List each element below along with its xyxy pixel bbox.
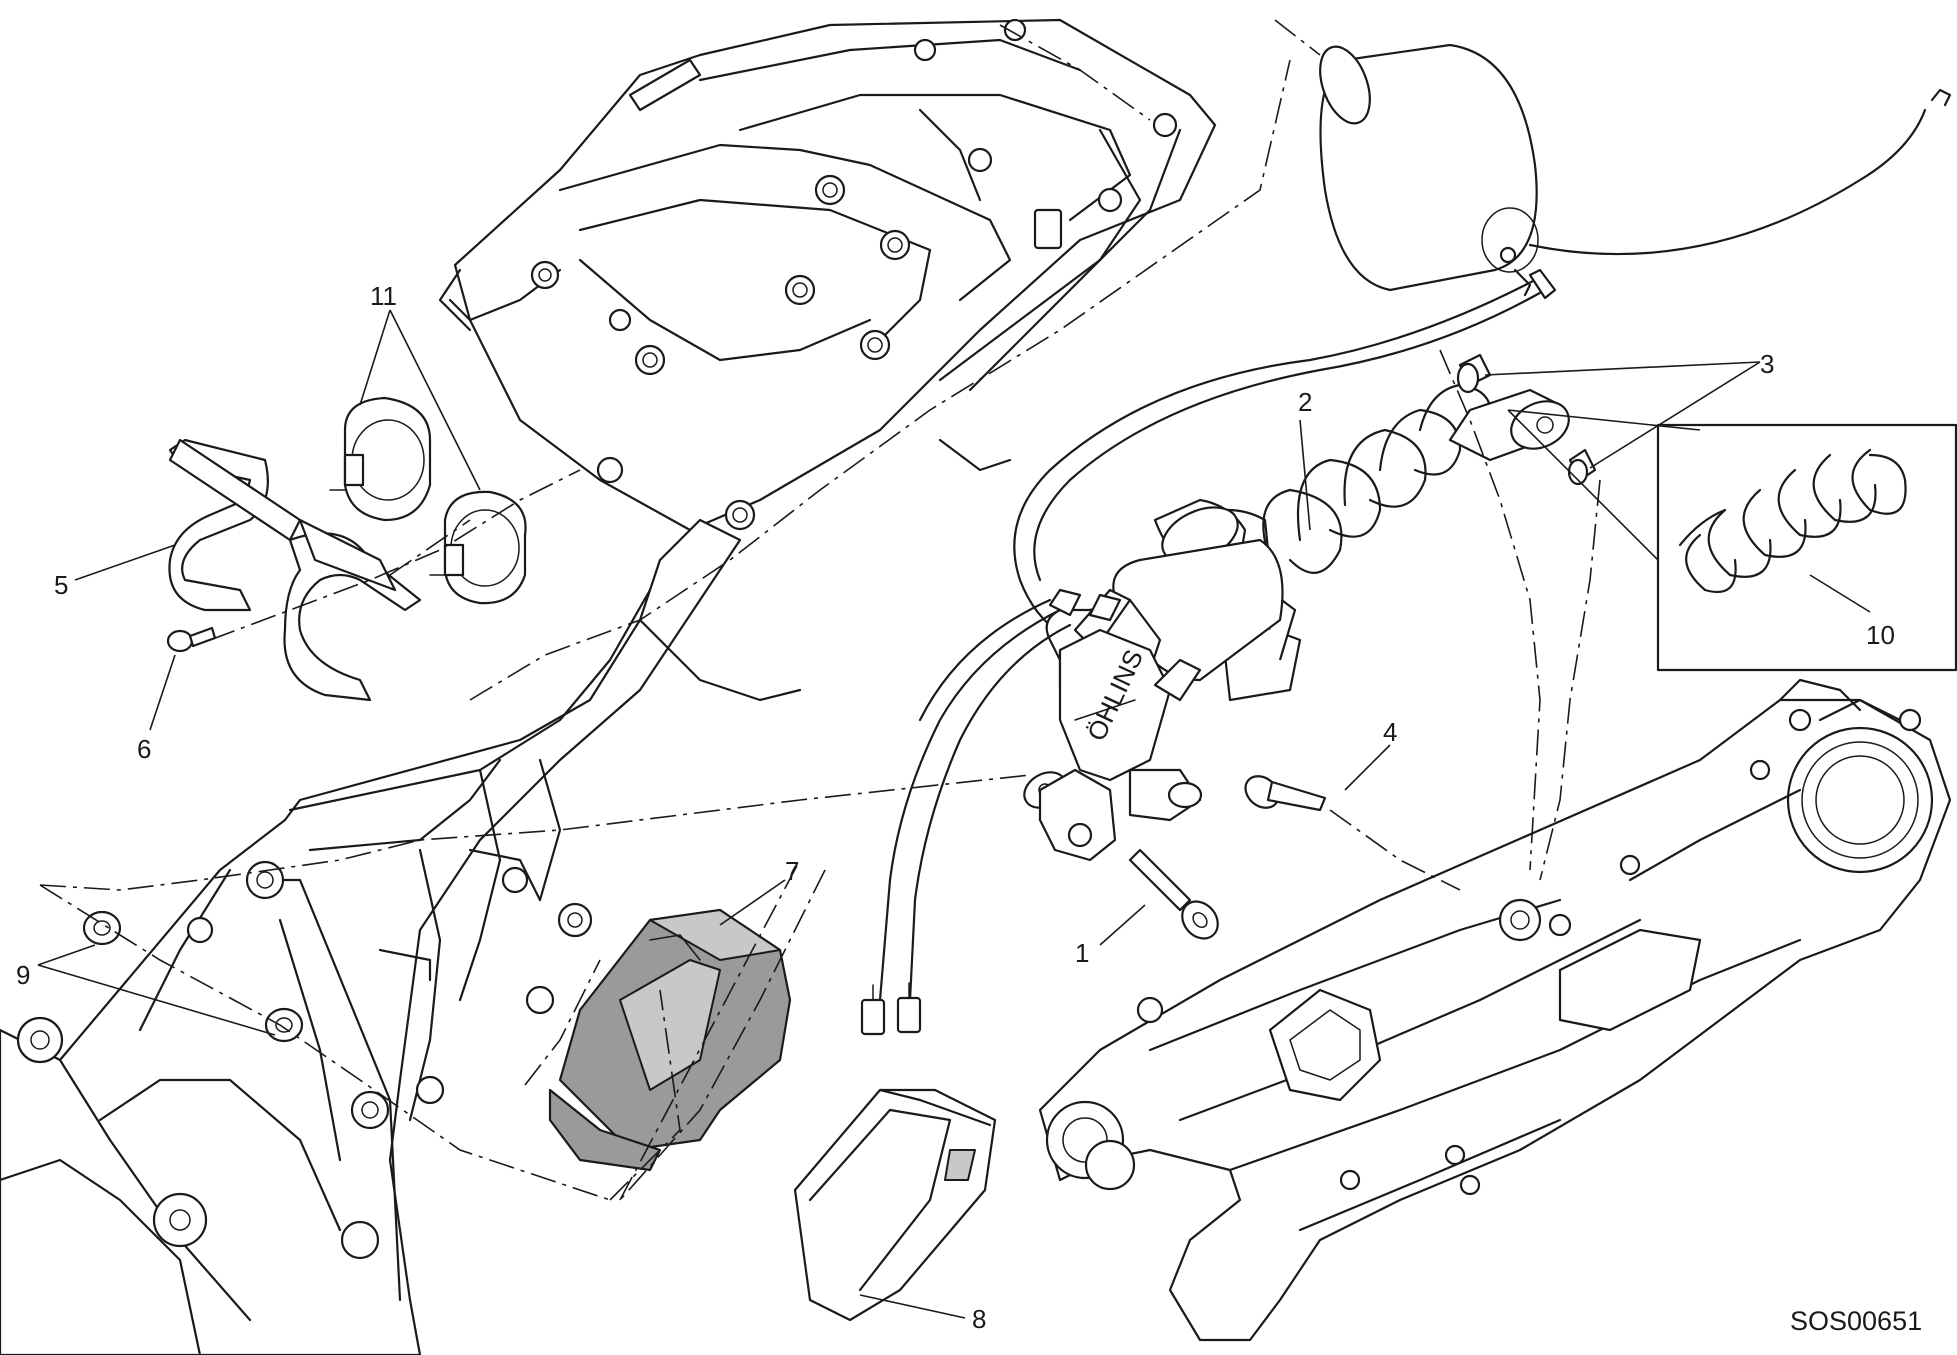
leader-6 xyxy=(149,654,176,731)
leader-9a xyxy=(37,944,96,966)
callout-11: 11 xyxy=(370,281,397,311)
part-4-bolt xyxy=(1244,775,1327,812)
leader-3b xyxy=(1589,361,1761,469)
leader-10 xyxy=(1809,574,1871,613)
rear-subframe xyxy=(438,18,1217,532)
leader-4 xyxy=(1344,744,1391,791)
leader-9b xyxy=(37,964,276,1036)
part-3-spacers xyxy=(1456,353,1597,486)
part-6-screw xyxy=(166,626,217,653)
leader-11b xyxy=(389,309,481,491)
leader-lines xyxy=(37,309,1871,1319)
drawing-code: SOS00651 xyxy=(1790,1306,1922,1336)
callout-10: 10 xyxy=(1866,620,1895,650)
callout-labels: 1 2 3 4 5 6 7 8 9 10 11 SOS00651 xyxy=(16,281,1922,1336)
callout-4: 4 xyxy=(1383,717,1397,747)
leader-1 xyxy=(1099,904,1146,946)
callout-5: 5 xyxy=(54,570,68,600)
leader-8 xyxy=(859,1294,966,1319)
leader-7 xyxy=(719,879,786,926)
part-5-bracket xyxy=(168,438,422,702)
callout-3: 3 xyxy=(1760,349,1774,379)
callout-8: 8 xyxy=(972,1304,986,1334)
part-11-clamps xyxy=(329,396,527,605)
leader-3a xyxy=(1484,361,1761,376)
leader-spring-to-inset xyxy=(1507,409,1701,431)
leader-11a xyxy=(359,309,391,406)
assembly-lines xyxy=(39,19,1601,1201)
part-9-washers xyxy=(82,910,304,1043)
swingarm xyxy=(1038,678,1952,1342)
leader-5 xyxy=(74,544,176,581)
adjuster-cables xyxy=(860,598,1072,1036)
shock-reservoir xyxy=(1013,43,1952,642)
rear-shock-absorber: ÖHLINS xyxy=(1023,383,1570,862)
callout-1: 1 xyxy=(1075,938,1089,968)
main-frame xyxy=(0,518,802,1355)
part-7-holder xyxy=(548,908,792,1172)
part-8-control-unit xyxy=(793,1088,997,1322)
leader-2 xyxy=(1299,419,1311,531)
callout-7: 7 xyxy=(785,856,799,886)
leader-spring-to-inset-2 xyxy=(1507,409,1659,561)
callout-6: 6 xyxy=(137,734,151,764)
part-1-bolt xyxy=(1128,848,1219,940)
callout-9: 9 xyxy=(16,960,30,990)
part-10-spring-inset xyxy=(1656,423,1957,672)
callout-2: 2 xyxy=(1298,387,1312,417)
